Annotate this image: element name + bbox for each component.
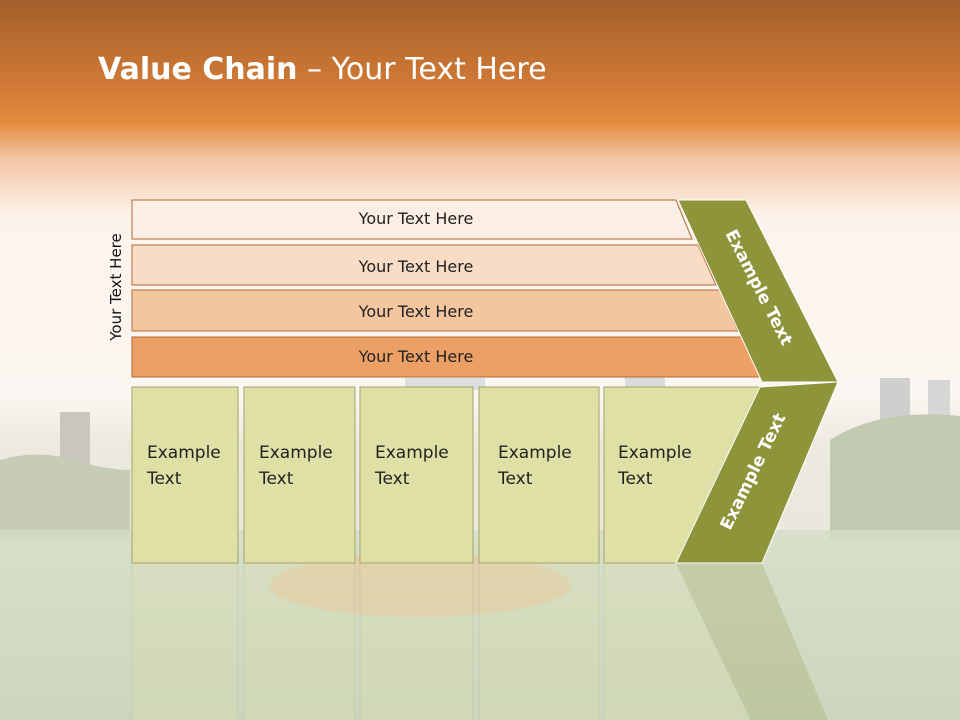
row-bar-1	[131, 199, 693, 240]
row-label-2: Your Text Here	[358, 257, 474, 276]
column-label-2-line1: Example	[259, 443, 333, 463]
column-box-4	[478, 386, 600, 564]
arrow-bottom-segment	[675, 381, 839, 564]
diagram-reflection	[131, 562, 828, 720]
row-label-3: Your Text Here	[358, 302, 474, 321]
title-bold: Value Chain	[98, 52, 298, 87]
column-label-5-line1: Example	[618, 443, 692, 463]
row-label-4: Your Text Here	[358, 347, 474, 366]
column-label-4-line1: Example	[498, 443, 572, 463]
column-box-1	[131, 386, 239, 564]
column-label-3-line1: Example	[375, 443, 449, 463]
row-label-1: Your Text Here	[358, 209, 474, 228]
column-label-2-line2: Text	[258, 469, 294, 489]
column-box-2	[243, 386, 356, 564]
column-label-1-line2: Text	[146, 469, 182, 489]
column-label-5-line2: Text	[617, 469, 653, 489]
title-rest: – Your Text Here	[297, 52, 547, 87]
column-box-3	[359, 386, 474, 564]
column-label-1-line1: Example	[147, 443, 221, 463]
slide-title: Value Chain – Your Text Here	[98, 52, 547, 87]
column-label-4-line2: Text	[497, 469, 533, 489]
column-label-3-line2: Text	[374, 469, 410, 489]
row-bar-2	[131, 244, 717, 286]
